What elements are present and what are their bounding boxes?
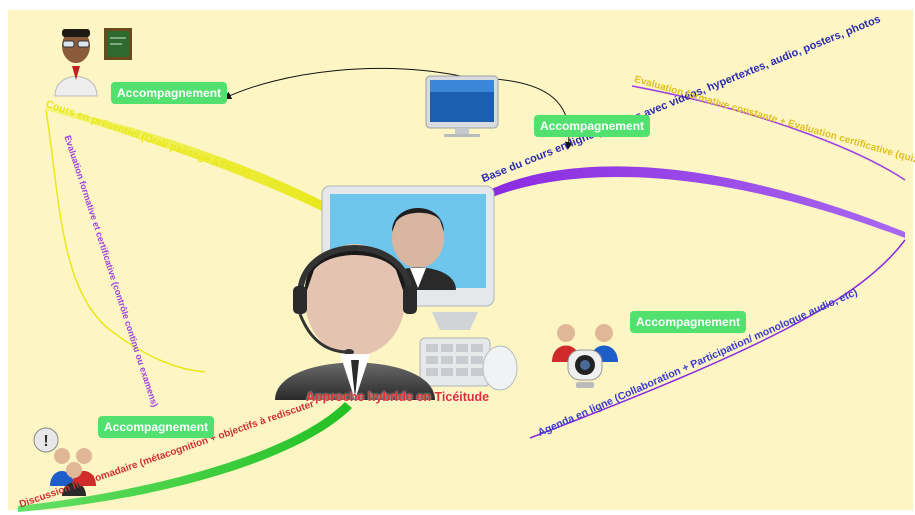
- teacher-icon: [54, 29, 98, 97]
- branch-agenda: [529, 239, 906, 439]
- chalkboard-icon: [104, 28, 132, 60]
- branch-evaluation-left: [45, 109, 206, 373]
- accompagnement-badge-top-left: Accompagnement: [111, 82, 228, 104]
- accompagnement-badge-bottom-left: Accompagnement: [98, 416, 215, 438]
- accompagnement-badge-top-center: Accompagnement: [534, 115, 651, 137]
- discussion-users-icon: !: [33, 427, 96, 496]
- accompagnement-badge-right-mid: Accompagnement: [630, 311, 747, 333]
- operator-headset-icon: [275, 244, 435, 400]
- svg-text:!: !: [43, 433, 48, 450]
- arrow-to-top-left: [223, 68, 471, 100]
- webcam-users-icon: [552, 324, 618, 388]
- central-topic: Approche hybride en Ticéitude: [306, 390, 490, 404]
- branch-presentiel: [46, 106, 330, 215]
- computer-monitor-icon: [425, 75, 499, 137]
- branch-base-en-ligne: [485, 166, 905, 238]
- branch-evaluation-right: [631, 85, 906, 181]
